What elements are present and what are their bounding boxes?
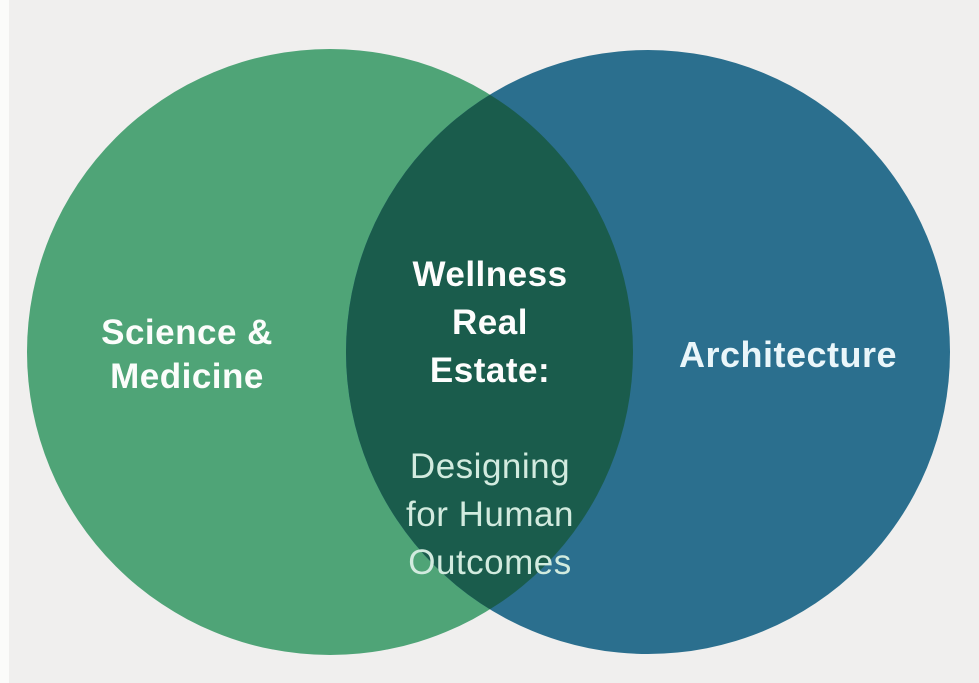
left-circle-label: Science & Medicine <box>101 313 273 396</box>
overlap-region <box>346 50 633 654</box>
left-edge-highlight <box>0 0 9 683</box>
right-circle-label: Architecture <box>678 334 898 375</box>
overlap-label: Wellness Real Estate: Designing for Huma… <box>340 203 640 635</box>
overlap-subtitle: Designing for Human Outcomes <box>406 447 574 582</box>
overlap-title: Wellness Real Estate: <box>412 255 568 390</box>
